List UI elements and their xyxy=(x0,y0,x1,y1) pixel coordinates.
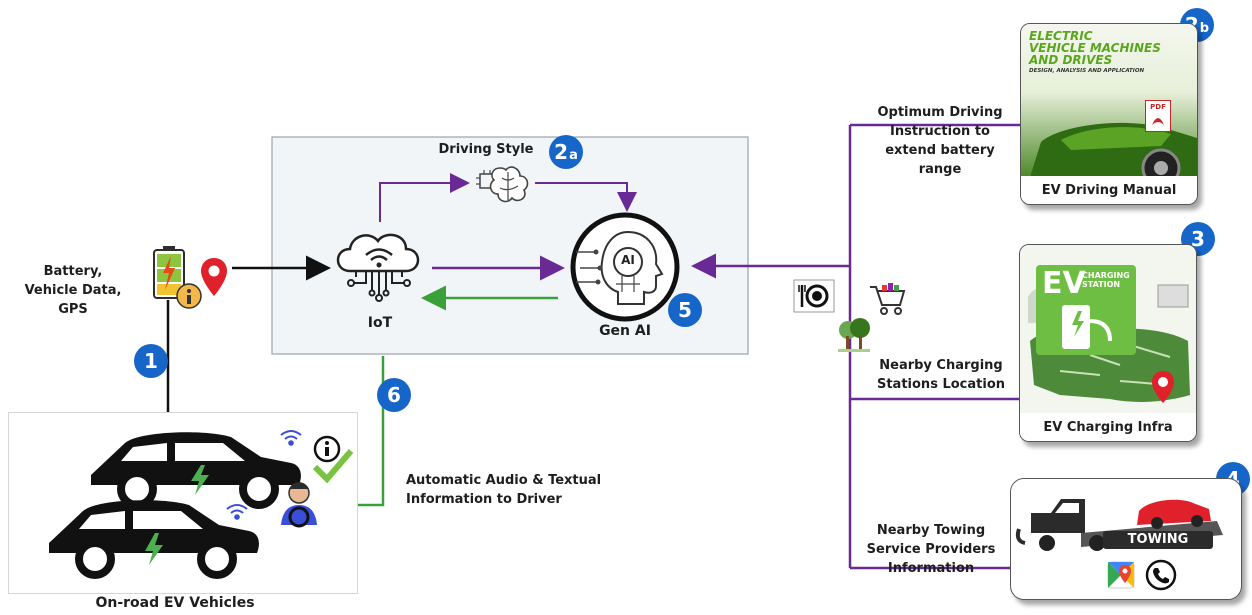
towing-sign: TOWING xyxy=(1103,531,1213,549)
shopping-cart-icon xyxy=(868,281,908,317)
nearby-charging-label: Nearby Charging Stations Location xyxy=(876,358,1006,392)
towing-service-card: TOWING xyxy=(1010,478,1242,600)
phone-icon xyxy=(1145,559,1177,591)
check-icon xyxy=(312,449,354,484)
gps-pin-icon xyxy=(199,256,229,298)
ev-driving-manual-caption: EV Driving Manual xyxy=(1021,176,1197,204)
driver-icon xyxy=(281,482,317,528)
iot-cloud-icon xyxy=(326,225,432,305)
optimum-driving-label: Optimum Driving Instruction to extend ba… xyxy=(877,105,1003,177)
auto-info-label: Automatic Audio & Textual Information to… xyxy=(406,473,602,507)
on-road-vehicles-box xyxy=(8,412,358,594)
google-maps-icon xyxy=(1107,561,1135,589)
map-pin-icon xyxy=(1150,369,1176,405)
iot-to-driving-style-arrow xyxy=(379,173,470,222)
driving-style-to-genai-arrow xyxy=(535,182,637,212)
book-title: ELECTRIC VEHICLE MACHINES AND DRIVES xyxy=(1029,29,1161,67)
restaurant-icon xyxy=(793,279,835,313)
info-icon xyxy=(313,435,341,463)
badge-5: 5 xyxy=(668,293,702,327)
ev-cars-illustration xyxy=(49,430,354,579)
badge-1: 1 xyxy=(134,344,168,378)
badge-6: 6 xyxy=(377,378,411,412)
iot-label: IoT xyxy=(367,315,393,331)
park-tree-icon xyxy=(834,316,874,354)
ai-chip-label: AI xyxy=(621,253,635,267)
ev-charging-infra-card: EV CHARGING STATION EV Charging Infra xyxy=(1019,244,1197,442)
ev-charging-infra-caption: EV Charging Infra xyxy=(1020,413,1196,441)
gen-ai-head-icon: AI xyxy=(566,212,684,322)
nearby-towing-label: Nearby Towing Service Providers Informat… xyxy=(866,523,996,576)
on-road-vehicles-label: On-road EV Vehicles xyxy=(95,595,255,611)
ev-car-icon xyxy=(49,500,259,579)
wifi-icon xyxy=(226,504,248,520)
charging-station-sign: EV CHARGING STATION xyxy=(1036,265,1136,355)
wifi-icon xyxy=(280,430,302,446)
ev-car-icon xyxy=(91,432,301,509)
driving-style-brain-icon xyxy=(474,162,530,210)
ev-driving-manual-card: ELECTRIC VEHICLE MACHINES AND DRIVES DES… xyxy=(1020,23,1198,205)
tow-truck-image xyxy=(1015,499,1223,551)
green-car-image xyxy=(1031,122,1197,184)
battery-vehicle-gps-label: Battery, Vehicle Data, GPS xyxy=(24,264,122,317)
battery-icon xyxy=(152,246,186,300)
info-person-icon xyxy=(176,283,202,309)
book-subtitle: DESIGN, ANALYSIS AND APPLICATION xyxy=(1029,68,1145,74)
pdf-icon: PDF xyxy=(1145,100,1171,132)
gen-ai-label: Gen AI xyxy=(599,323,651,339)
driving-style-label: Driving Style xyxy=(438,142,534,157)
